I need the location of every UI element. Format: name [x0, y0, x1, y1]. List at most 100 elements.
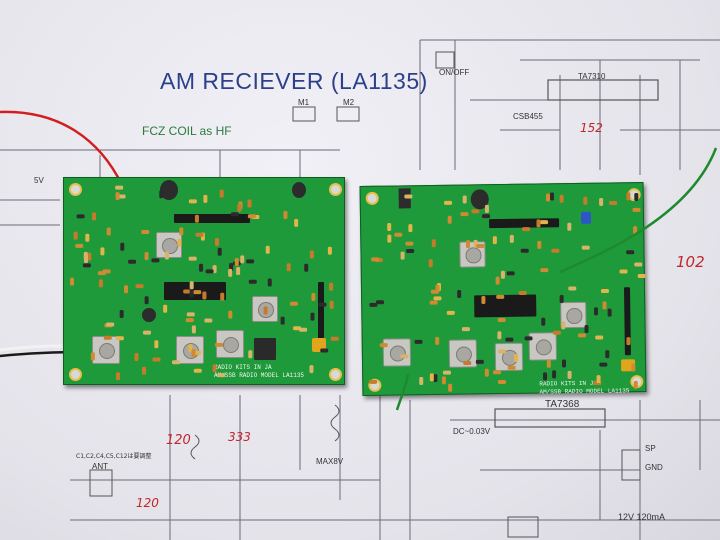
small-component: [596, 375, 601, 384]
small-component: [263, 306, 268, 315]
small-component: [375, 300, 384, 305]
small-component: [484, 368, 489, 377]
red-wire: [0, 110, 124, 186]
small-component: [605, 350, 610, 359]
board-silk-1: RADIO KITS IN JA: [214, 364, 272, 371]
small-component: [92, 212, 97, 221]
small-component: [217, 373, 226, 378]
filter-label: CSB455: [513, 112, 543, 121]
small-component: [551, 248, 560, 253]
small-component: [311, 292, 316, 301]
small-component: [567, 370, 572, 379]
handwritten-102: 102: [676, 253, 705, 271]
small-component: [124, 285, 129, 294]
small-component: [546, 359, 551, 368]
small-component: [568, 286, 577, 291]
small-component: [159, 190, 164, 199]
small-component: [631, 363, 636, 372]
small-component: [120, 242, 125, 251]
small-component: [144, 252, 149, 261]
v5-label: 5V: [34, 176, 44, 185]
small-component: [90, 352, 95, 361]
small-component: [289, 301, 298, 306]
small-component: [134, 352, 139, 361]
gnd-label: GND: [645, 463, 663, 472]
header-strip: [318, 282, 324, 352]
small-component: [400, 251, 405, 260]
small-component: [154, 340, 159, 349]
small-component: [117, 194, 126, 199]
small-component: [219, 189, 224, 198]
small-component: [193, 368, 202, 373]
small-component: [246, 259, 255, 264]
small-component: [619, 269, 628, 274]
small-component: [567, 222, 572, 231]
small-component: [405, 241, 414, 246]
mount-hole: [329, 183, 342, 196]
small-component: [500, 270, 505, 279]
small-component: [85, 233, 90, 242]
small-component: [428, 259, 433, 268]
small-component: [228, 268, 233, 277]
electrolytic-cap: [160, 180, 178, 200]
small-component: [429, 373, 434, 382]
dc-label: DC~0.03V: [453, 427, 491, 436]
small-component: [497, 380, 506, 385]
small-component: [552, 370, 557, 379]
m1-label: M1: [298, 98, 310, 107]
small-component: [626, 250, 635, 255]
small-component: [152, 357, 161, 362]
small-component: [128, 259, 137, 264]
small-component: [626, 192, 631, 201]
small-component: [433, 374, 438, 383]
small-component: [543, 372, 548, 381]
small-component: [199, 263, 204, 272]
small-component: [476, 244, 485, 249]
small-component: [599, 362, 608, 367]
small-component: [304, 263, 309, 272]
small-component: [441, 376, 446, 385]
small-component: [230, 212, 239, 217]
small-component: [602, 301, 607, 310]
small-component: [559, 294, 564, 303]
small-component: [540, 220, 549, 225]
small-component: [465, 240, 470, 249]
small-component: [191, 325, 196, 334]
small-component: [188, 256, 197, 261]
small-component: [286, 263, 291, 272]
small-component: [293, 326, 302, 331]
small-component: [188, 199, 197, 204]
small-component: [559, 194, 564, 203]
green-wire-short: [395, 373, 410, 411]
small-component: [481, 214, 490, 219]
small-component: [463, 361, 472, 366]
small-component: [524, 336, 533, 341]
small-component: [212, 364, 217, 373]
small-component: [632, 207, 641, 212]
small-component: [318, 302, 327, 307]
small-component: [584, 324, 589, 333]
small-component: [550, 192, 555, 201]
small-component: [87, 252, 92, 261]
small-component: [135, 284, 144, 289]
left-pcb: RADIO KITS IN JA AM/SSB RADIO MODEL LA11…: [63, 177, 345, 385]
small-component: [609, 201, 618, 206]
small-component: [310, 312, 315, 321]
small-component: [595, 335, 604, 340]
small-component: [581, 245, 590, 250]
small-component: [115, 185, 124, 190]
small-component: [431, 239, 436, 248]
small-component: [497, 317, 506, 322]
small-component: [507, 365, 516, 370]
small-component: [447, 215, 452, 224]
schematic-title: AM RECIEVER (LA1135): [160, 68, 428, 94]
small-component: [492, 236, 497, 245]
small-component: [593, 307, 598, 316]
small-component: [497, 331, 502, 340]
small-component: [202, 291, 207, 300]
small-component: [633, 380, 638, 389]
small-component: [248, 279, 257, 284]
small-component: [189, 289, 194, 298]
tuning-note: C1,C2,C4,C5,C12は要調整: [76, 453, 152, 460]
